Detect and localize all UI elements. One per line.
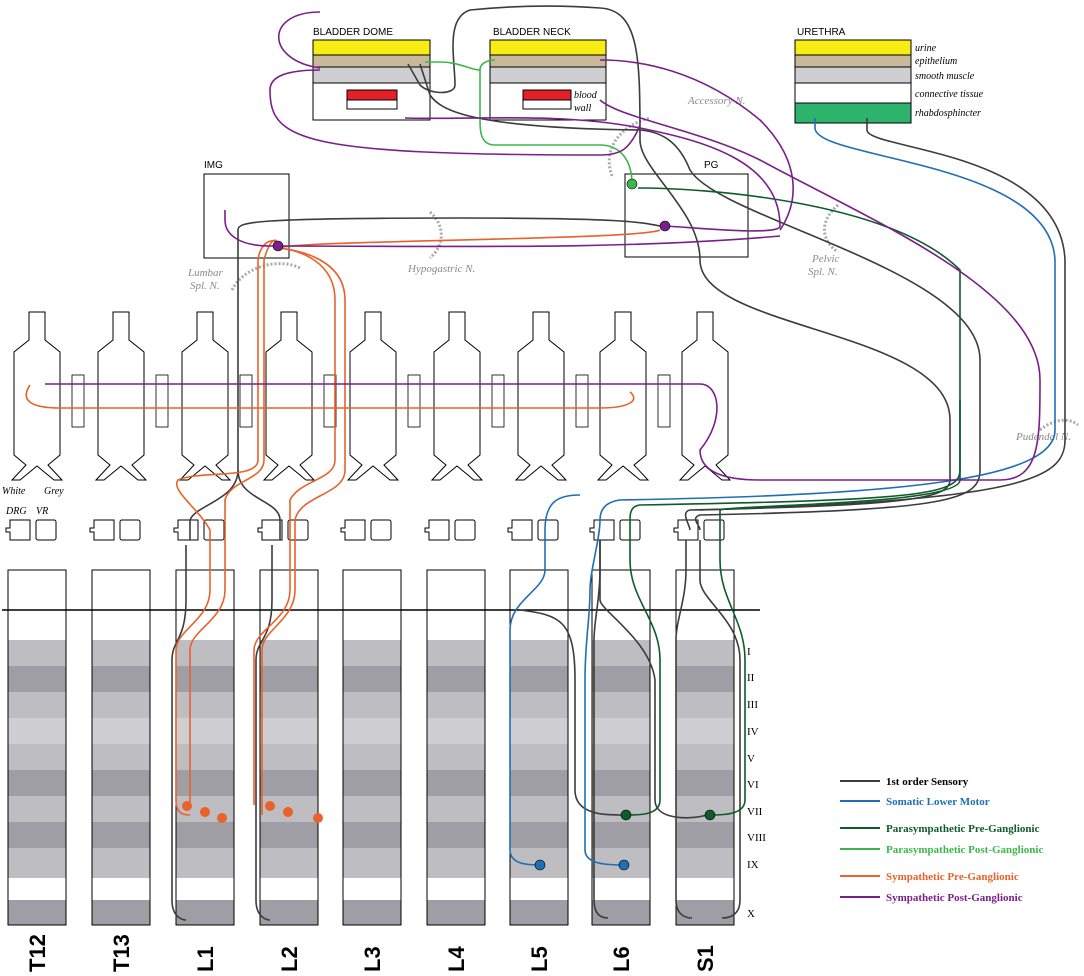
- segment-label: L4: [444, 946, 469, 972]
- lamina-label: X: [747, 908, 755, 920]
- chain-ganglion-8: [596, 311, 671, 481]
- img-label: IMG: [204, 160, 223, 171]
- lamina-label: IV: [747, 726, 759, 738]
- layer-epithelium: epithelium: [915, 56, 957, 67]
- legend-item: Parasympathetic Pre-Ganglionic: [840, 823, 1040, 835]
- sensory-paths: [171, 5, 1066, 921]
- sympathetic-pre-paths: [25, 229, 661, 816]
- sympathetic-post-paths: [45, 11, 1041, 481]
- cord-column-l2: [259, 569, 319, 926]
- lamina-label: VII: [747, 806, 763, 818]
- lamina-label: III: [747, 699, 758, 711]
- drg-vr-t12: [5, 519, 57, 541]
- accessory-nerve-label: Accessory N.: [687, 95, 745, 107]
- lamina-label: V: [747, 753, 755, 765]
- cord-column-t12: [7, 569, 67, 926]
- chain-ganglion-4: [262, 311, 337, 481]
- drg-vr-row: [5, 519, 725, 541]
- segment-label: L5: [527, 946, 552, 972]
- cell-bodies: [182, 178, 716, 871]
- chain-ganglion-3: [178, 311, 253, 481]
- cord-column-l4: [426, 569, 486, 926]
- legend-label: 1st order Sensory: [886, 776, 969, 788]
- drg-label: DRG: [5, 506, 27, 517]
- legend-item: Sympathetic Pre-Ganglionic: [840, 871, 1019, 883]
- segment-labels: T12 T13 L1 L2 L3 L4 L5 L6 S1: [25, 934, 718, 972]
- cord-column-l1: [175, 569, 235, 926]
- legend-item: Sympathetic Post-Ganglionic: [840, 892, 1023, 904]
- segment-label: T12: [25, 934, 50, 972]
- legend-label: Sympathetic Pre-Ganglionic: [886, 871, 1019, 883]
- blood-label: blood: [574, 90, 598, 101]
- pg-label: PG: [704, 160, 719, 171]
- legend-label: Sympathetic Post-Ganglionic: [886, 892, 1023, 904]
- segment-label: L6: [609, 946, 634, 972]
- pelvic-spl-label-1: Pelvic: [811, 253, 840, 265]
- layer-urine: urine: [915, 43, 937, 54]
- sympathetic-chain: [10, 311, 732, 481]
- segment-label: L3: [360, 946, 385, 972]
- white-label: White: [2, 486, 26, 497]
- drg-vr-l2: [257, 519, 309, 541]
- lamina-label: I: [747, 646, 751, 658]
- lamina-label: IX: [747, 859, 759, 871]
- chain-ganglion-2: [94, 311, 169, 481]
- lamina-label: VIII: [747, 832, 766, 844]
- bladder-dome: BLADDER DOME: [312, 27, 431, 121]
- bladder-neck-title: BLADDER NECK: [493, 27, 571, 38]
- pelvic-spl-label-2: Spl. N.: [808, 266, 838, 278]
- legend-label: Somatic Lower Motor: [886, 796, 990, 808]
- parasympathetic-post-paths: [425, 59, 633, 185]
- chain-ganglion-7: [514, 311, 589, 481]
- chain-ganglion-5: [346, 311, 421, 481]
- drg-vr-l1: [173, 519, 225, 541]
- segment-label: S1: [693, 945, 718, 972]
- layer-rhabdo: rhabdosphincter: [915, 108, 981, 119]
- drg-vr-s1: [673, 519, 725, 541]
- legend-label: Parasympathetic Pre-Ganglionic: [886, 823, 1040, 835]
- lumbar-spl-label-1: Lumbar: [187, 267, 224, 279]
- lamina-label: II: [747, 672, 755, 684]
- bladder-dome-title: BLADDER DOME: [313, 27, 393, 38]
- chain-ganglion-9: [678, 311, 732, 481]
- vr-label: VR: [36, 506, 48, 517]
- segment-label: T13: [109, 934, 134, 972]
- drg-vr-l3: [340, 519, 392, 541]
- cord-column-l3: [342, 569, 402, 926]
- drg-vr-l6: [589, 519, 641, 541]
- pathways: [25, 5, 1066, 921]
- segment-label: L1: [193, 946, 218, 972]
- spinal-cord-columns: [7, 569, 735, 926]
- somatic-motor-paths: [509, 118, 1056, 866]
- cord-column-l6: [591, 569, 651, 926]
- urethra: URETHRA urine epithelium smooth muscle c…: [794, 27, 984, 124]
- legend-item: Parasympathetic Post-Ganglionic: [840, 844, 1043, 856]
- legend-item: 1st order Sensory: [840, 776, 969, 788]
- drg-vr-l4: [424, 519, 476, 541]
- cord-column-l5: [509, 569, 569, 926]
- chain-ganglion-1: [10, 311, 85, 481]
- layer-smooth-muscle: smooth muscle: [915, 71, 975, 82]
- cord-column-t13: [91, 569, 151, 926]
- lumbar-spl-label-2: Spl. N.: [190, 280, 220, 292]
- drg-vr-l5: [507, 519, 559, 541]
- legend-label: Parasympathetic Post-Ganglionic: [886, 844, 1043, 856]
- hypogastric-nerve-label: Hypogastric N.: [407, 263, 475, 275]
- legend-item: Somatic Lower Motor: [840, 796, 990, 808]
- wall-label: wall: [574, 103, 591, 114]
- layer-connective: connective tissue: [915, 89, 984, 100]
- lamina-label: VI: [747, 779, 759, 791]
- urethra-title: URETHRA: [797, 27, 846, 38]
- cord-column-s1: [675, 569, 735, 926]
- pudendal-nerve-label: Pudendal N.: [1015, 431, 1071, 443]
- bladder-neck: BLADDER NECK blood wall: [489, 27, 607, 121]
- parasympathetic-pre-paths: [627, 187, 961, 816]
- grey-label: Grey: [44, 486, 64, 497]
- chain-ganglion-6: [430, 311, 505, 481]
- segment-label: L2: [277, 946, 302, 972]
- drg-vr-t13: [89, 519, 141, 541]
